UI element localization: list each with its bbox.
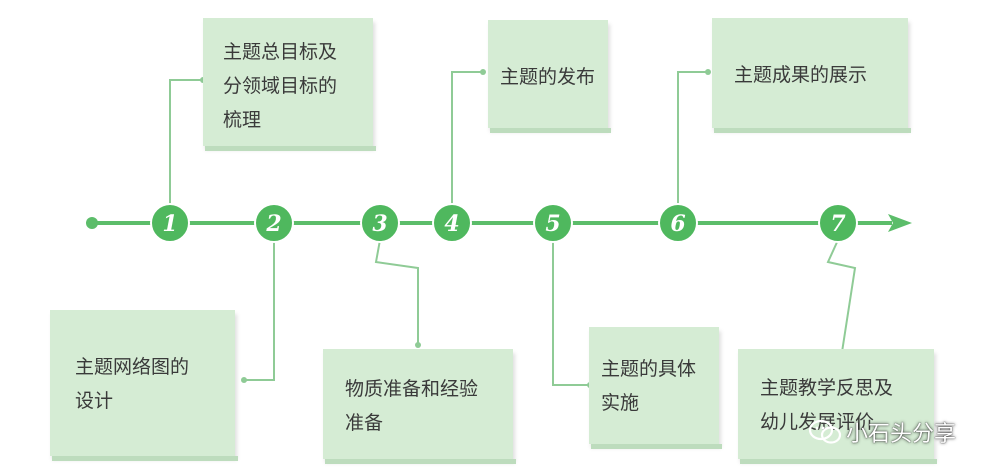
step-note-6: 主题成果的展示 — [712, 18, 911, 133]
step-number-7: 7 — [830, 211, 846, 237]
note-1-line-2: 分领域目标的 — [223, 75, 338, 97]
connector-dot-6 — [705, 69, 711, 75]
connector-lines — [169, 71, 857, 386]
note-5-line-1: 主题的具体 — [601, 358, 697, 380]
step-circle-7: 7 — [818, 203, 858, 243]
connector-4 — [451, 71, 483, 206]
step-number-3: 3 — [372, 211, 387, 237]
connector-7 — [826, 239, 857, 353]
step-number-1: 1 — [162, 211, 177, 237]
watermark: 小石头分享 — [808, 412, 956, 452]
step-number-4: 4 — [444, 211, 459, 237]
step-note-3: 物质准备和经验 准备 — [323, 349, 516, 464]
note-2-line-2: 设计 — [75, 390, 114, 412]
step-circle-1: 1 — [150, 203, 190, 243]
step-circle-6: 6 — [658, 203, 698, 243]
step-note-2: 主题网络图的 设计 — [50, 310, 238, 461]
connector-3 — [374, 239, 419, 345]
timeline-start-dot — [86, 217, 98, 229]
step-circle-4: 4 — [432, 203, 472, 243]
step-circle-5: 5 — [533, 203, 573, 243]
chat-bubble-icon — [808, 419, 842, 444]
step-note-4: 主题的发布 — [488, 20, 611, 133]
step-number-2: 2 — [265, 211, 281, 237]
note-1-line-3: 梳理 — [223, 109, 262, 131]
connector-6 — [677, 71, 708, 206]
note-5-line-2: 实施 — [601, 392, 640, 414]
step-number-5: 5 — [545, 211, 560, 237]
note-4-line-1: 主题的发布 — [500, 66, 596, 88]
connector-1 — [169, 79, 203, 206]
note-3-line-2: 准备 — [345, 412, 384, 434]
step-circle-2: 2 — [254, 203, 294, 243]
connector-2 — [244, 240, 275, 381]
note-7-line-1: 主题教学反思及 — [760, 377, 894, 399]
connector-5 — [552, 240, 590, 386]
connector-dot-3 — [415, 342, 421, 348]
connector-dot-2 — [241, 377, 247, 383]
connector-dot-4 — [480, 69, 486, 75]
step-note-1: 主题总目标及 分领域目标的 梳理 — [203, 18, 376, 151]
watermark-text: 小石头分享 — [846, 422, 957, 447]
step-number-6: 6 — [670, 211, 685, 237]
note-2-line-1: 主题网络图的 — [75, 356, 190, 378]
step-note-5: 主题的具体 实施 — [589, 327, 722, 449]
note-3-line-1: 物质准备和经验 — [345, 378, 479, 400]
timeline-arrowhead — [888, 214, 912, 232]
note-1-line-1: 主题总目标及 — [223, 41, 338, 63]
step-circle-3: 3 — [360, 203, 400, 243]
note-6-line-1: 主题成果的展示 — [734, 64, 868, 86]
